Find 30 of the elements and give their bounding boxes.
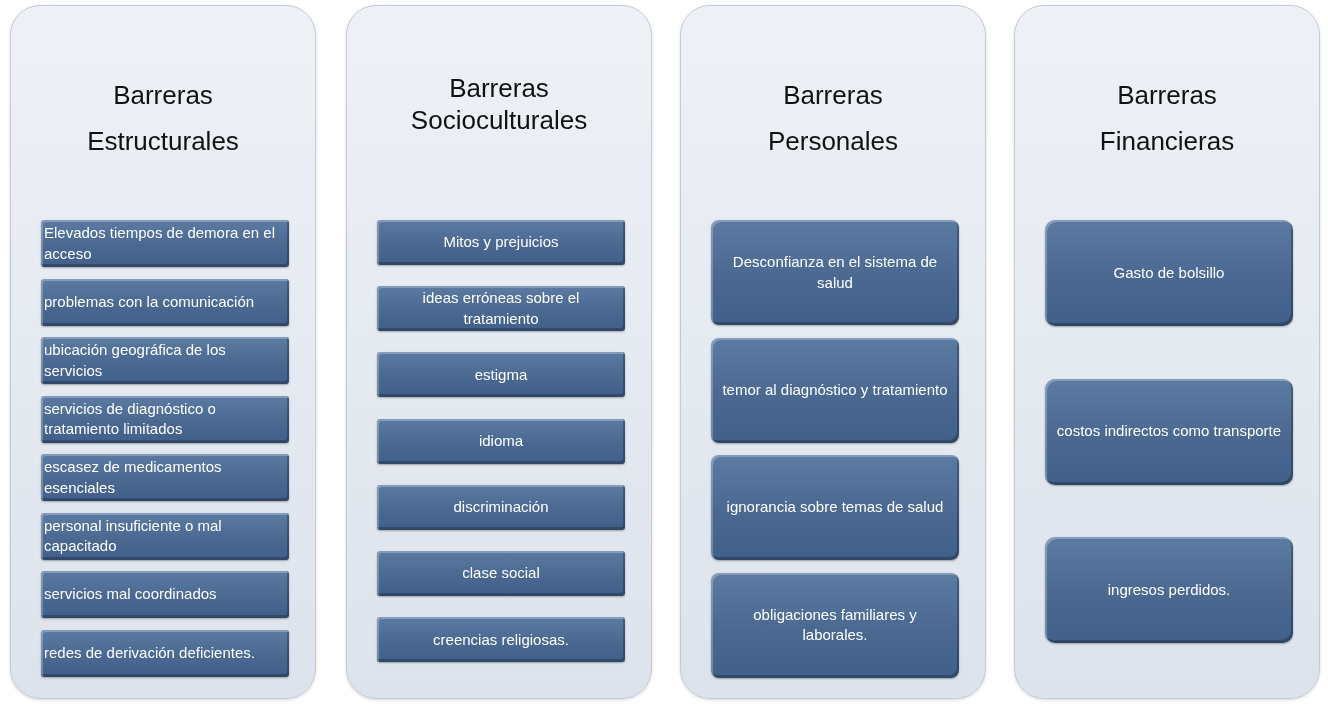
panel-title: Barreras Estructurales <box>87 79 239 158</box>
barrier-box: personal insuficiente o mal capacitado <box>41 512 289 560</box>
barrier-box: costos indirectos como transporte <box>1045 378 1293 485</box>
barrier-box: ignorancia sobre temas de salud <box>711 455 959 560</box>
barrier-box: Elevados tiempos de demora en el acceso <box>41 220 289 267</box>
panel-title: Barreras Socioculturales <box>410 72 588 136</box>
barrier-box: discriminación <box>377 484 625 530</box>
barrier-box: ingresos perdidos. <box>1045 537 1293 643</box>
barrier-box: clase social <box>377 551 625 596</box>
category-panel <box>1014 5 1320 699</box>
barrier-box: servicios mal coordinados <box>41 571 289 618</box>
category-panel <box>680 5 986 699</box>
barrier-box: redes de derivación deficientes. <box>41 629 289 677</box>
barrier-box: ubicación geográfica de los servicios <box>41 337 289 384</box>
panel-title: Barreras Financieras <box>1099 79 1235 158</box>
category-panel <box>346 5 652 699</box>
barrier-box: Desconfianza en el sistema de salud <box>711 220 959 325</box>
barrier-box: temor al diagnóstico y tratamiento <box>711 337 959 443</box>
panel-title: Barreras Personales <box>767 79 899 158</box>
barrier-box: ideas erróneas sobre el tratamiento <box>377 286 625 332</box>
barrier-box: creencias religiosas. <box>377 617 625 663</box>
category-panel <box>10 5 316 699</box>
barrier-box: Gasto de bolsillo <box>1045 220 1293 326</box>
barrier-box: escasez de medicamentos esenciales <box>41 454 289 501</box>
barrier-box: Mitos y prejuicios <box>377 220 625 265</box>
barrier-box: idioma <box>377 418 625 464</box>
barrier-box: estigma <box>377 352 625 398</box>
barrier-box: obligaciones familiares y laborales. <box>711 572 959 678</box>
barrier-box: problemas con la comunicación <box>41 278 289 326</box>
barrier-box: servicios de diagnóstico o tratamiento limitados <box>41 395 289 443</box>
